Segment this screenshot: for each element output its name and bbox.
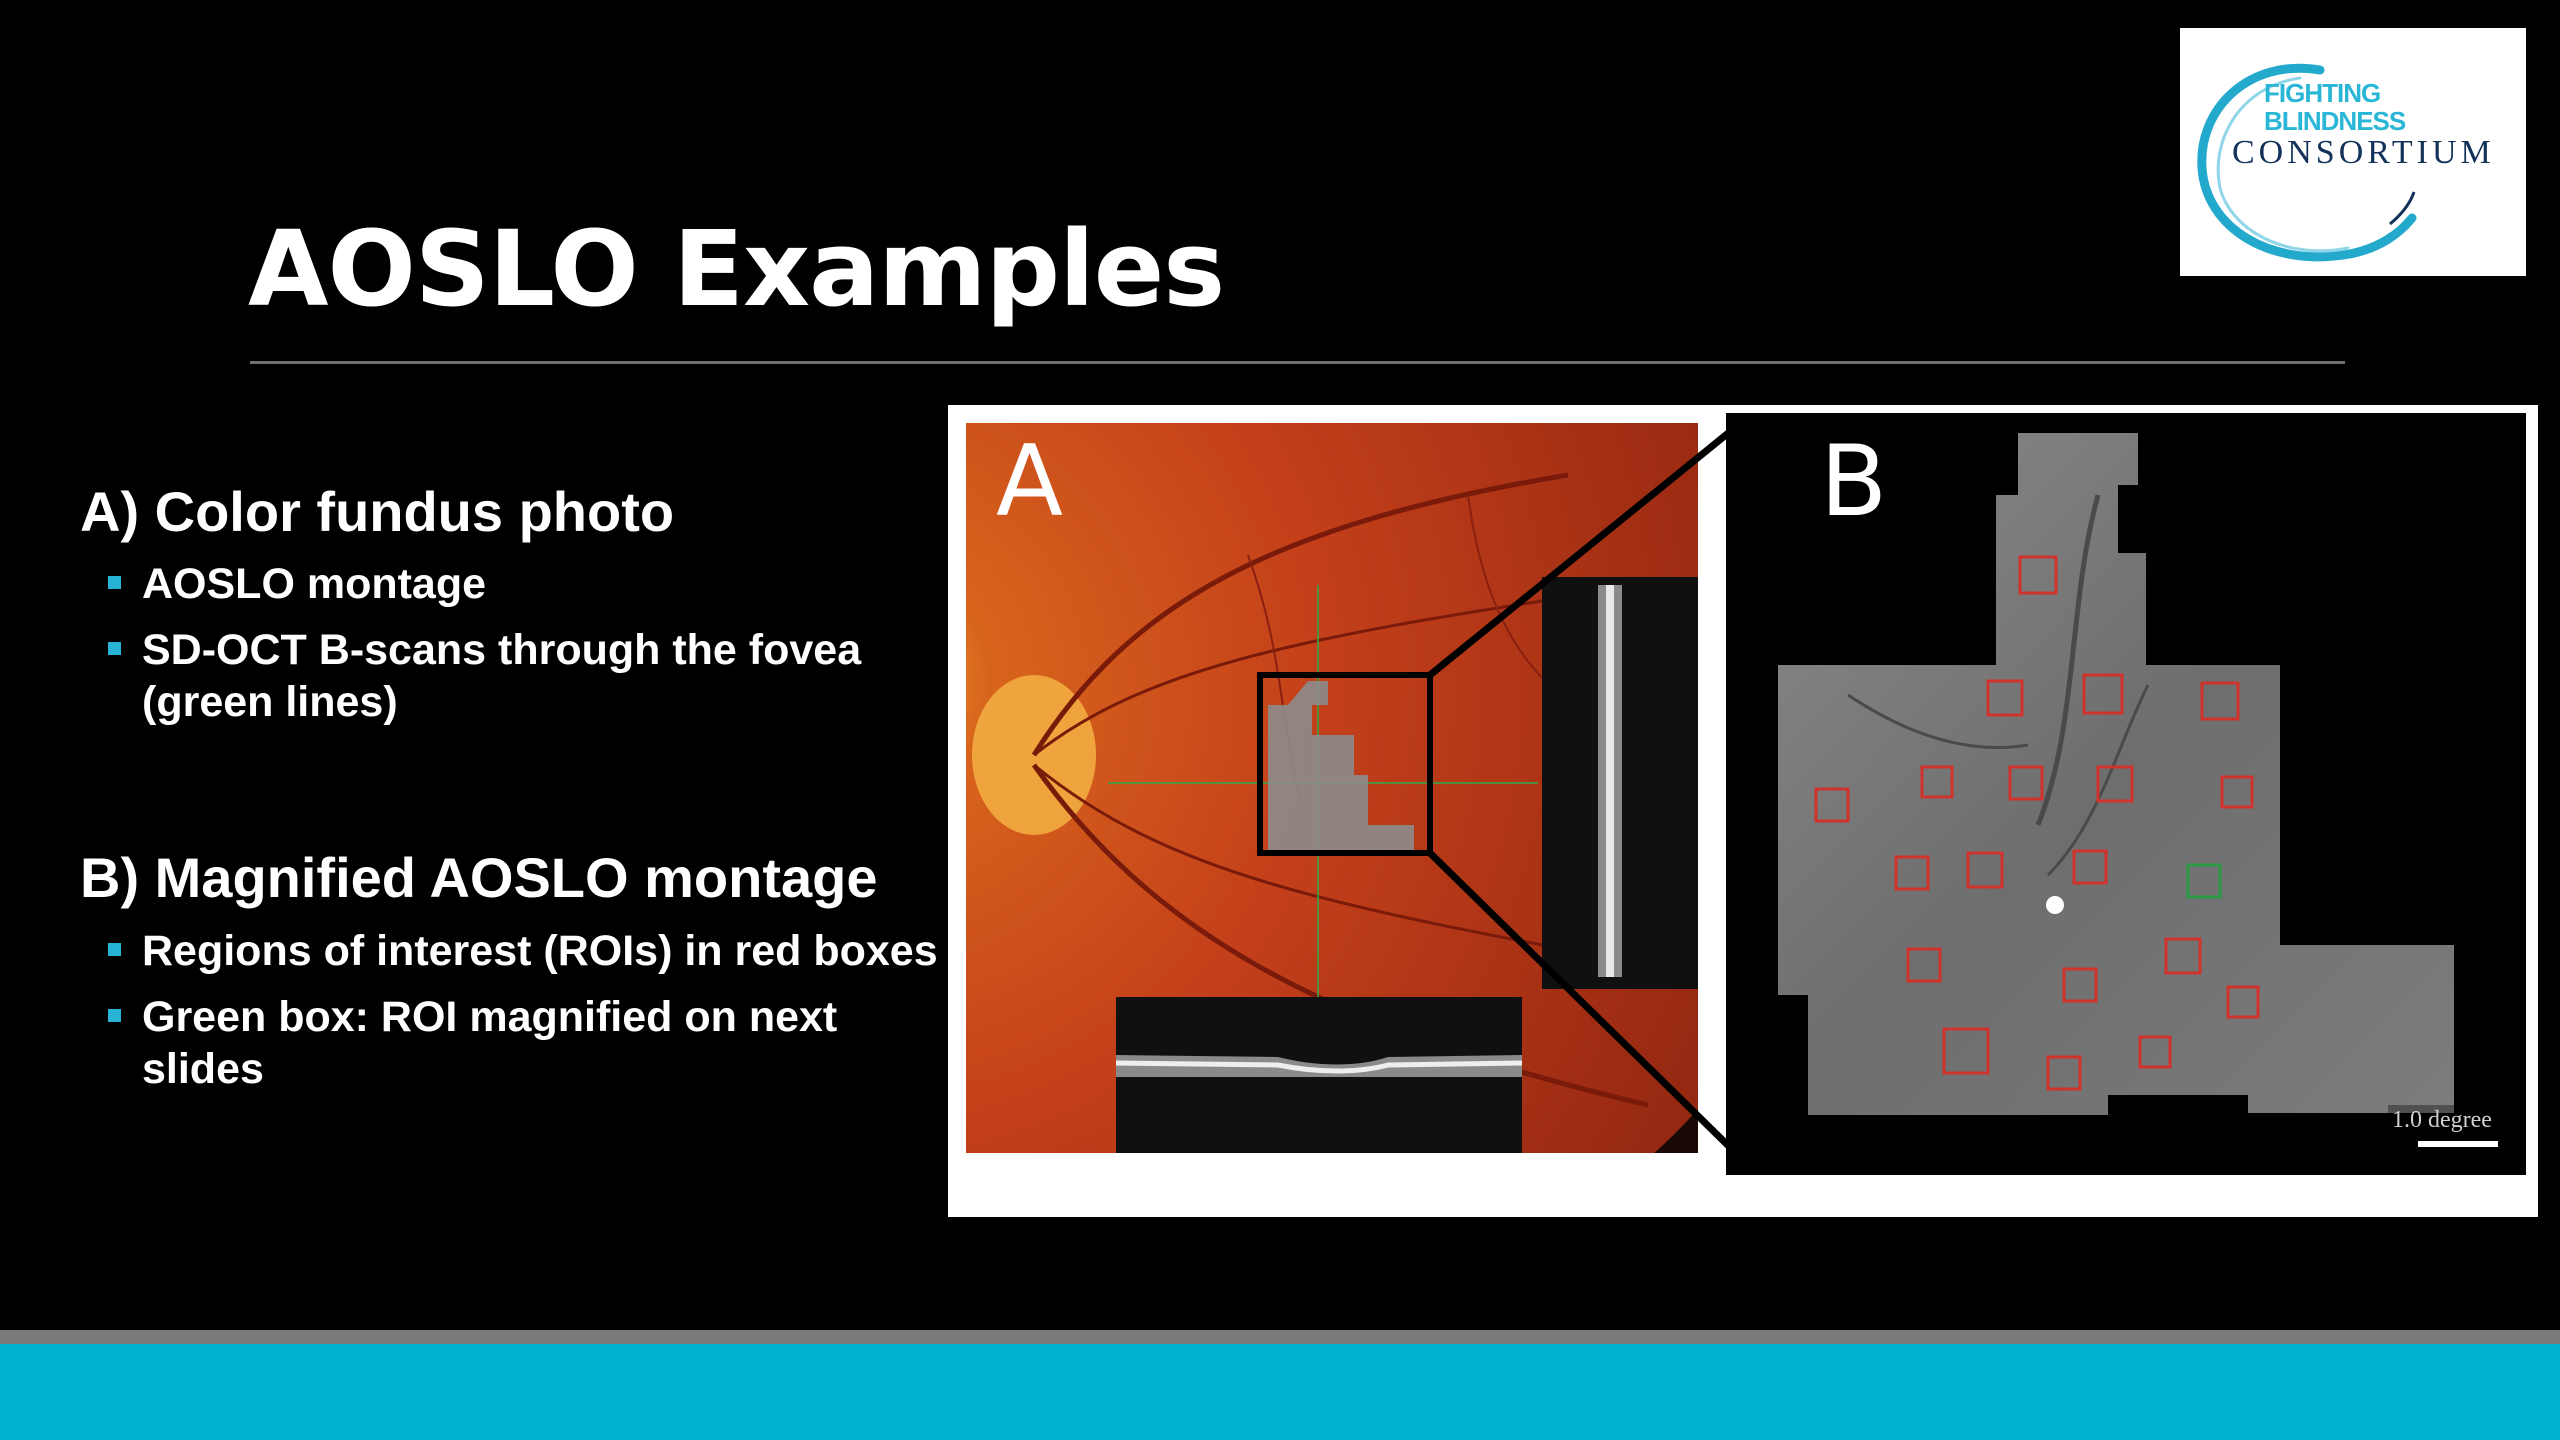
section-b: B) Magnified AOSLO montage Regions of in… (80, 846, 950, 1094)
bullet-text: SD-OCT B-scans through the fovea (green … (142, 626, 862, 727)
logo-text-consortium: CONSORTIUM (2232, 134, 2495, 171)
panel-b-montage (1726, 413, 2526, 1175)
scale-bar-label: 1.0 degree (2392, 1107, 2492, 1133)
section-a: A) Color fundus photo AOSLO montage SD-O… (80, 480, 950, 728)
circle-swoosh-logo-icon (2197, 63, 2417, 262)
logo-text-fighting: FIGHTING (2264, 78, 2381, 108)
roi-boxes (1814, 555, 2260, 1091)
panel-a-fundus (966, 423, 1698, 1153)
bullet-item: Regions of interest (ROIs) in red boxes (80, 925, 950, 977)
section-a-items: AOSLO montage SD-OCT B-scans through the… (80, 558, 950, 728)
panel-b-label: B (1820, 425, 1888, 539)
section-b-heading: B) Magnified AOSLO montage (80, 846, 878, 910)
bullet-square-icon (108, 1008, 121, 1022)
bullet-item: SD-OCT B-scans through the fovea (green … (80, 624, 950, 728)
bullet-square-icon (108, 642, 121, 656)
title-divider (250, 361, 2345, 364)
bullet-list: A) Color fundus photo AOSLO montage SD-O… (80, 480, 950, 1095)
slide-title: AOSLO Examples (248, 208, 1225, 330)
section-a-heading: A) Color fundus photo (80, 480, 675, 543)
roi-green-box (2186, 863, 2222, 899)
fighting-blindness-logo: FIGHTING BLINDNESS CONSORTIUM (2180, 28, 2526, 276)
footer-accent-bar (0, 1344, 2560, 1440)
scale-bar (2418, 1141, 2498, 1147)
bullet-item: Green box: ROI magnified on next slides (80, 991, 950, 1095)
logo-text-blindness: BLINDNESS (2264, 106, 2406, 136)
bullet-square-icon (108, 942, 121, 956)
section-b-items: Regions of interest (ROIs) in red boxes … (80, 925, 950, 1095)
footer-divider (0, 1330, 2560, 1344)
bullet-item: AOSLO montage (80, 558, 950, 610)
bullet-text: Regions of interest (ROIs) in red boxes (142, 926, 938, 975)
bullet-text: AOSLO montage (142, 560, 487, 609)
bullet-text: Green box: ROI magnified on next slides (142, 992, 838, 1093)
bullet-square-icon (108, 576, 121, 590)
aoslo-figure: A B 1.0 degree (948, 405, 2538, 1217)
panel-a-label: A (996, 425, 1064, 539)
figure-graphics (966, 413, 2526, 1175)
